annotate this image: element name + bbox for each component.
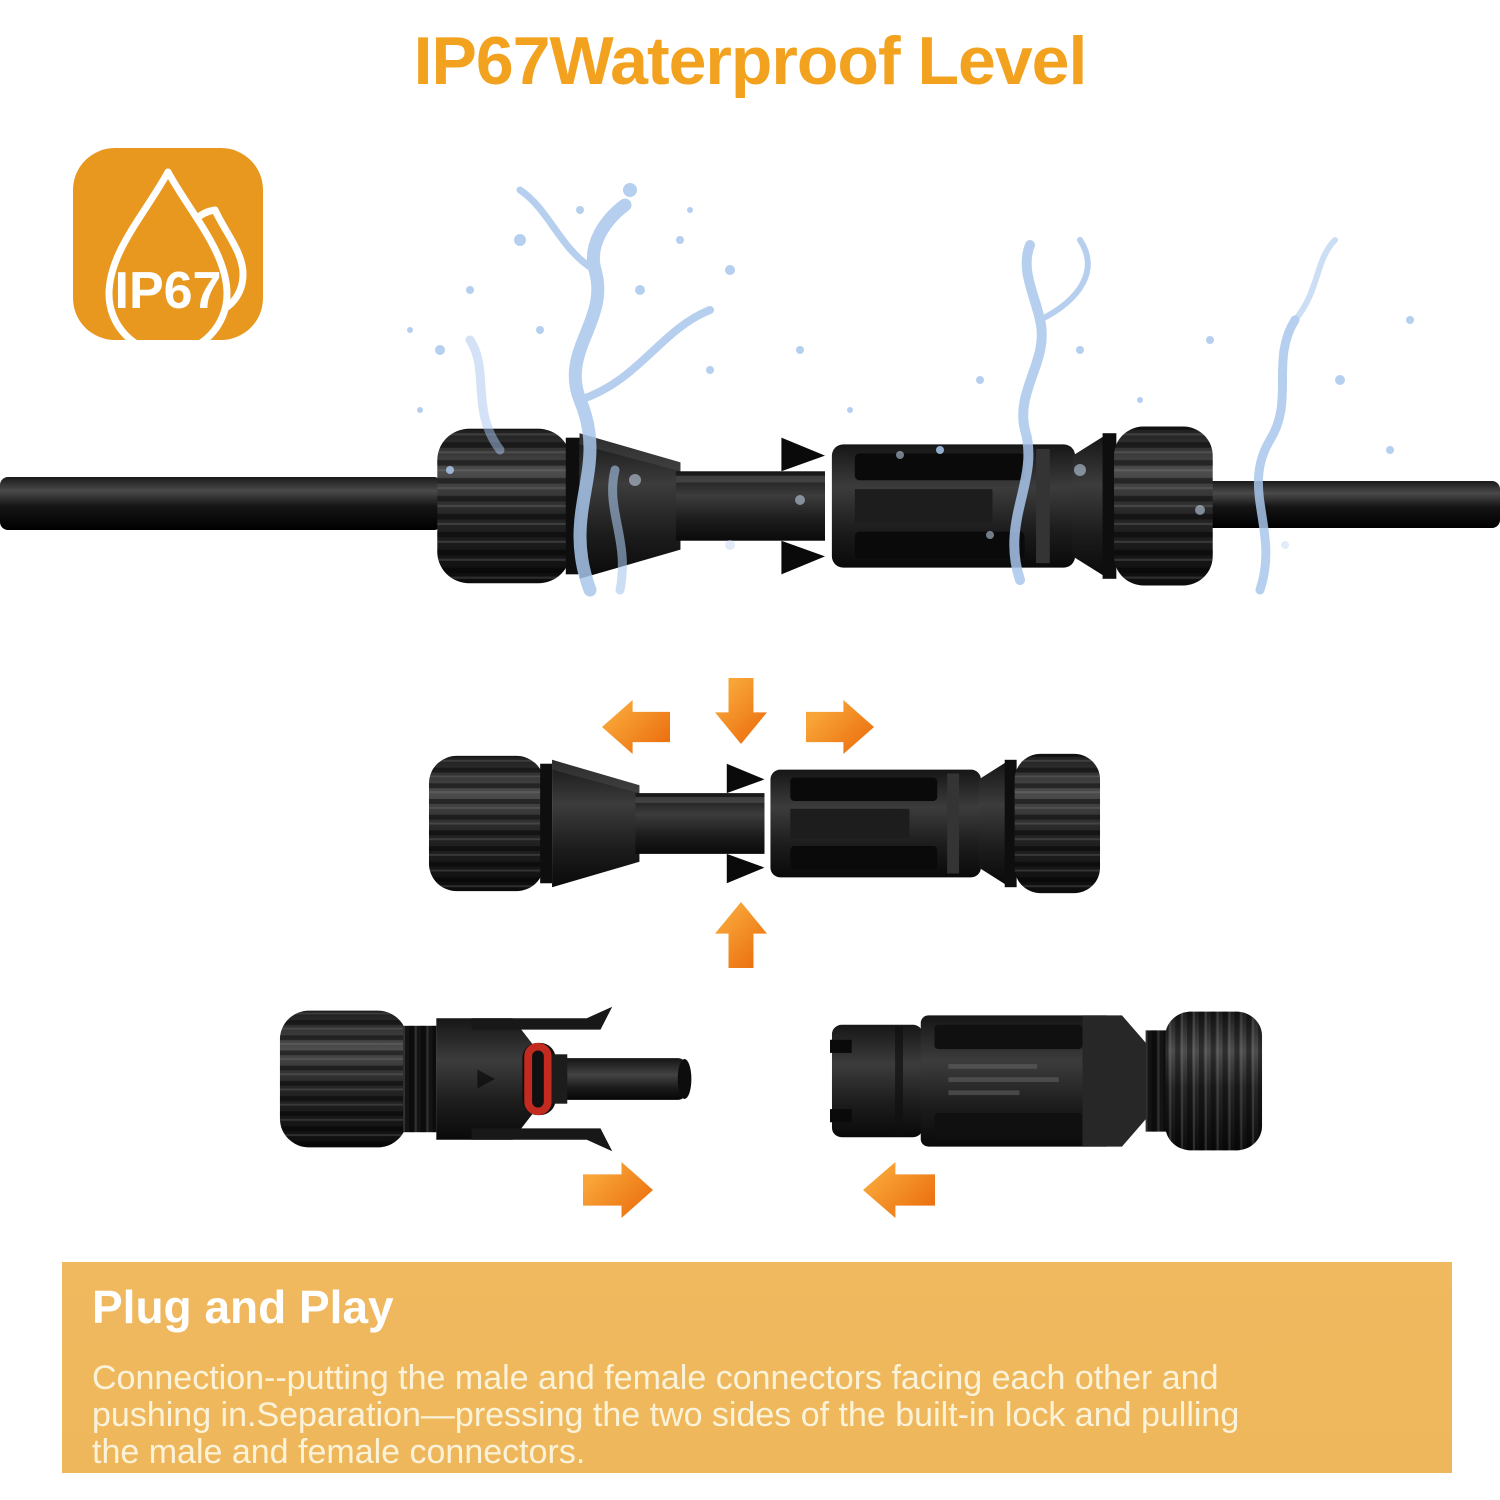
- badge-label: IP67: [115, 262, 222, 320]
- up-arrow-icon: [715, 902, 767, 968]
- banner-heading: Plug and Play: [92, 1281, 394, 1333]
- banner-body-line: the male and female connectors.: [92, 1433, 586, 1471]
- page-title: IP67Waterproof Level: [413, 23, 1088, 99]
- banner-body-line: Connection--putting the male and female …: [92, 1359, 1219, 1397]
- connected-connector-image-2: [428, 753, 1101, 894]
- banner-body-line: pushing in.Separation—pressing the two s…: [92, 1396, 1240, 1434]
- water-drop-icon: [105, 168, 231, 340]
- cable-right: [1203, 481, 1500, 528]
- female-connector-image: [830, 1011, 1263, 1151]
- left-arrow-icon-2: [863, 1162, 935, 1218]
- down-arrow-icon: [715, 678, 767, 744]
- ip67-badge: IP67: [73, 148, 263, 340]
- cable-left: [0, 477, 442, 530]
- connected-connector-image: [437, 426, 1213, 586]
- banner-body: Connection--putting the male and female …: [92, 1360, 1422, 1471]
- right-arrow-icon-2: [583, 1162, 653, 1218]
- plug-and-play-banner: Plug and Play Connection--putting the ma…: [62, 1262, 1452, 1473]
- male-connector-image: [278, 1003, 708, 1155]
- left-arrow-icon: [602, 700, 670, 754]
- right-arrow-icon: [806, 700, 874, 754]
